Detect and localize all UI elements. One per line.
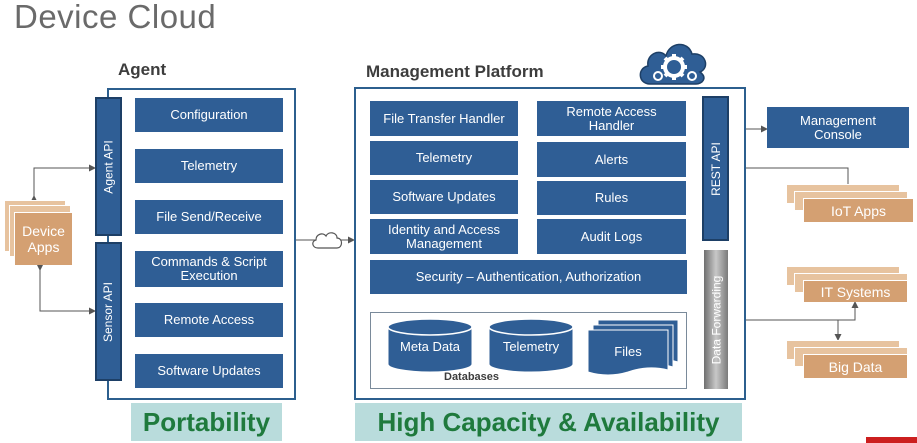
data-forwarding-bar[interactable]: Data Forwarding: [704, 250, 728, 389]
agent-api-label: Agent API: [101, 139, 116, 194]
platform-label: Management Platform: [366, 62, 544, 81]
sensor-api-label: Sensor API: [101, 281, 116, 342]
device-apps-label: Device Apps: [22, 223, 65, 255]
big-data-box[interactable]: Big Data: [803, 354, 907, 378]
platform-item-identity-access[interactable]: Identity and Access Management: [370, 219, 518, 254]
device-apps-box[interactable]: Device Apps: [14, 212, 72, 265]
db-meta-data-label: Meta Data: [400, 339, 460, 354]
platform-item-telemetry[interactable]: Telemetry: [370, 141, 518, 175]
meta-data-cylinder-icon: [387, 318, 473, 373]
iot-apps-box[interactable]: IoT Apps: [803, 198, 913, 222]
it-systems-box[interactable]: IT Systems: [803, 280, 907, 302]
agent-item-telemetry[interactable]: Telemetry: [135, 149, 283, 183]
page-title: Device Cloud: [14, 0, 217, 35]
management-console-box[interactable]: Management Console: [767, 107, 909, 148]
platform-item-alerts[interactable]: Alerts: [537, 142, 686, 177]
platform-item-file-transfer-handler[interactable]: File Transfer Handler: [370, 101, 518, 136]
sensor-api-bar[interactable]: Sensor API: [95, 242, 122, 381]
capacity-banner: High Capacity & Availability: [355, 403, 742, 441]
agent-label: Agent: [118, 60, 167, 79]
corner-accent: [866, 437, 917, 443]
databases-label: Databases: [444, 371, 500, 383]
telemetry-cylinder-icon: [488, 318, 574, 373]
platform-item-software-updates[interactable]: Software Updates: [370, 180, 518, 214]
db-files-label: Files: [614, 344, 642, 359]
agent-item-commands[interactable]: Commands & Script Execution: [135, 251, 283, 287]
agent-item-file-send-receive[interactable]: File Send/Receive: [135, 200, 283, 234]
files-stack-icon: [588, 319, 679, 376]
portability-banner: Portability: [131, 403, 282, 441]
agent-item-configuration[interactable]: Configuration: [135, 98, 283, 132]
platform-item-rules[interactable]: Rules: [537, 181, 686, 215]
rest-api-label: REST API: [708, 141, 723, 196]
agent-api-bar[interactable]: Agent API: [95, 97, 122, 236]
cloud-connector-icon: [312, 232, 343, 249]
cloud-gear-icon: [639, 43, 707, 85]
platform-item-audit-logs[interactable]: Audit Logs: [537, 219, 686, 254]
platform-item-remote-access-handler[interactable]: Remote Access Handler: [537, 101, 686, 136]
data-forwarding-label: Data Forwarding: [709, 275, 723, 364]
db-telemetry-label: Telemetry: [502, 339, 560, 354]
rest-api-bar[interactable]: REST API: [702, 96, 729, 241]
agent-item-remote-access[interactable]: Remote Access: [135, 303, 283, 337]
agent-item-software-updates[interactable]: Software Updates: [135, 354, 283, 388]
platform-item-security[interactable]: Security – Authentication, Authorization: [370, 260, 687, 294]
